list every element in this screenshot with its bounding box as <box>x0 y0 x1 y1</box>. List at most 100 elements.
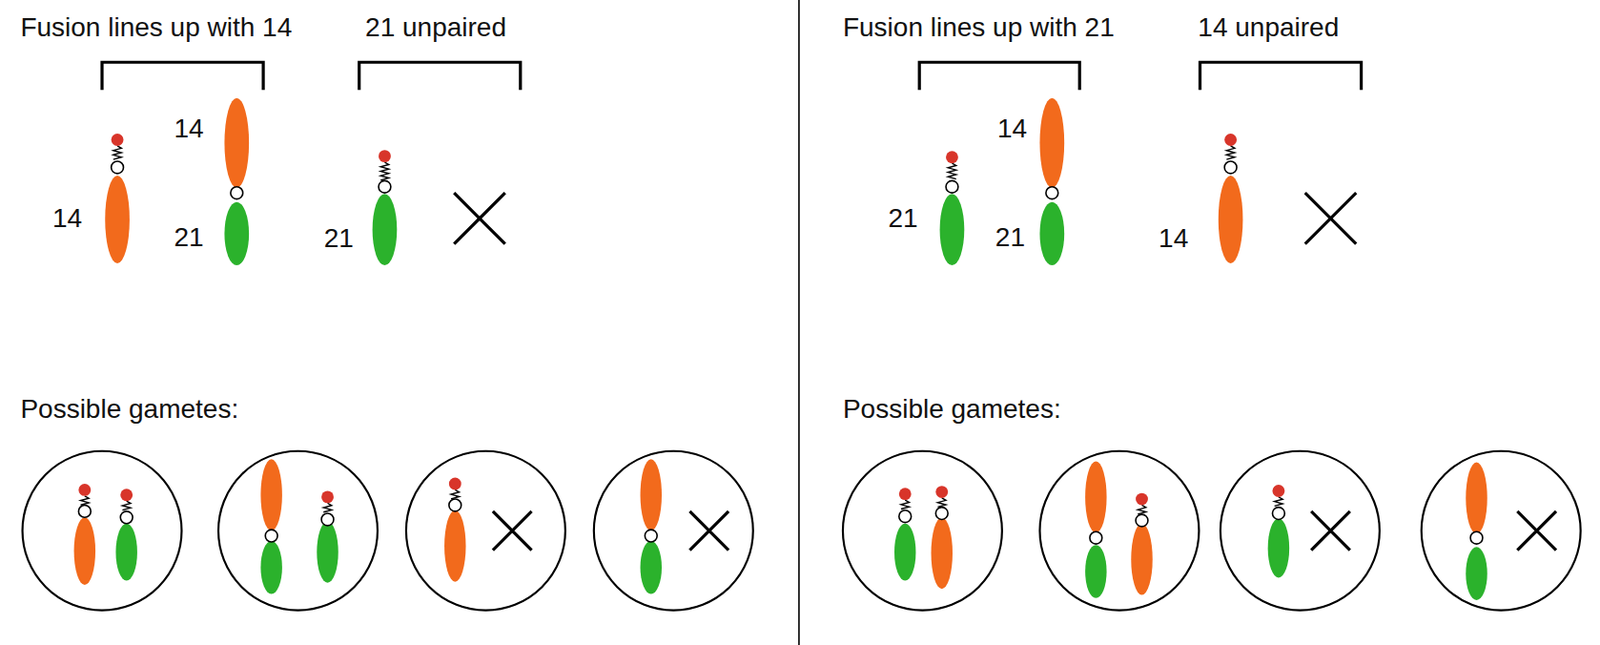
section-heading: Possible gametes: <box>20 395 239 423</box>
centromere <box>1089 531 1103 544</box>
chromosome-number: 14 <box>52 205 83 232</box>
missing-cross <box>1517 511 1557 551</box>
chromosome-arm <box>931 516 953 589</box>
chromosome-arm <box>894 523 916 581</box>
chromosome-number: 21 <box>995 224 1026 251</box>
chromosome-number: 14 <box>1158 225 1189 252</box>
chromosome-arm <box>224 98 249 188</box>
satellite <box>1135 492 1149 506</box>
satellite-stalk <box>1274 496 1284 506</box>
centromere <box>1470 531 1483 544</box>
gamete-circle <box>594 451 754 611</box>
missing-cross <box>492 511 533 551</box>
chromosome-arm <box>74 516 96 585</box>
satellite <box>78 483 91 496</box>
centromere <box>899 510 912 523</box>
satellite <box>120 488 133 501</box>
chromosome-number: 14 <box>997 115 1027 143</box>
chromosome-number: 21 <box>888 205 919 232</box>
satellite <box>111 133 124 146</box>
panel-heading: Fusion lines up with 14 <box>20 14 292 42</box>
chromosome-number: 21 <box>173 224 204 251</box>
gamete-circle <box>1039 451 1199 611</box>
panel-heading: Fusion lines up with 21 <box>842 14 1115 42</box>
gamete-circle <box>842 451 1003 611</box>
panel-heading: 14 unpaired <box>1197 14 1339 42</box>
chromosome-arm <box>104 175 130 264</box>
centromere <box>1046 186 1059 200</box>
chromosome-arm <box>1039 98 1065 188</box>
centromere <box>378 180 391 193</box>
bracket <box>919 61 1080 90</box>
chromosome-arm <box>444 510 466 582</box>
satellite-stalk <box>937 497 946 507</box>
chromosome-arm <box>224 202 249 266</box>
chromosome-number: 21 <box>324 225 354 252</box>
section-heading: Possible gametes: <box>842 395 1062 423</box>
chromosome-arm <box>1039 202 1065 266</box>
satellite-stalk <box>1226 145 1235 160</box>
satellite <box>1271 484 1285 497</box>
centromere <box>1224 161 1237 174</box>
gamete-circle <box>406 451 566 611</box>
centromere <box>265 529 278 542</box>
satellite-stalk <box>113 145 123 160</box>
chromosome-arm <box>316 521 338 583</box>
satellite <box>321 490 334 503</box>
chromosome-arm <box>1268 517 1290 577</box>
centromere <box>935 507 948 520</box>
missing-cross <box>689 511 729 551</box>
centromere <box>111 161 124 174</box>
gamete-circle <box>22 451 183 611</box>
satellite-stalk <box>1137 504 1147 513</box>
panel-heading: 21 unpaired <box>365 14 507 42</box>
chromosome-arm <box>1085 460 1107 533</box>
gamete-circle <box>1421 451 1581 611</box>
bracket <box>102 61 264 90</box>
satellite-stalk <box>323 502 332 512</box>
centromere <box>945 180 959 193</box>
chromosome-arm <box>1218 175 1244 264</box>
chromosome-arm <box>1465 462 1487 534</box>
satellite-stalk <box>380 162 390 181</box>
chromosome-arm <box>1085 544 1107 598</box>
chromosome-arm <box>1130 523 1152 595</box>
chromosome-arm <box>640 458 662 531</box>
satellite <box>378 149 391 163</box>
centromere <box>449 498 462 512</box>
panel-divider <box>798 0 800 645</box>
satellite-stalk <box>947 163 957 179</box>
centromere <box>78 504 91 517</box>
chromosome-arm <box>260 540 282 595</box>
bracket <box>359 61 521 90</box>
centromere <box>1271 507 1285 520</box>
missing-cross <box>1305 192 1357 244</box>
chromosome-arm <box>640 540 662 595</box>
missing-cross <box>1311 511 1351 551</box>
centromere <box>1135 513 1149 527</box>
centromere <box>120 511 133 524</box>
satellite <box>1224 133 1237 146</box>
satellite-stalk <box>901 499 910 509</box>
centromere <box>230 186 244 200</box>
chromosome-arm <box>1465 546 1487 600</box>
centromere <box>321 512 334 526</box>
gamete-circle <box>218 451 378 611</box>
satellite <box>935 485 948 498</box>
gamete-circle <box>1220 451 1380 611</box>
chromosome-arm <box>260 458 282 531</box>
chromosome-arm <box>372 193 398 266</box>
missing-cross <box>453 192 506 244</box>
satellite-stalk <box>122 500 131 510</box>
satellite <box>899 487 912 500</box>
bracket <box>1200 61 1362 90</box>
centromere <box>644 529 657 542</box>
chromosome-arm <box>115 523 137 581</box>
chromosome-arm <box>940 193 965 266</box>
satellite <box>945 150 959 164</box>
chromosome-number: 14 <box>173 115 204 143</box>
satellite <box>449 477 462 491</box>
satellite-stalk <box>451 489 460 498</box>
satellite-stalk <box>81 495 90 505</box>
